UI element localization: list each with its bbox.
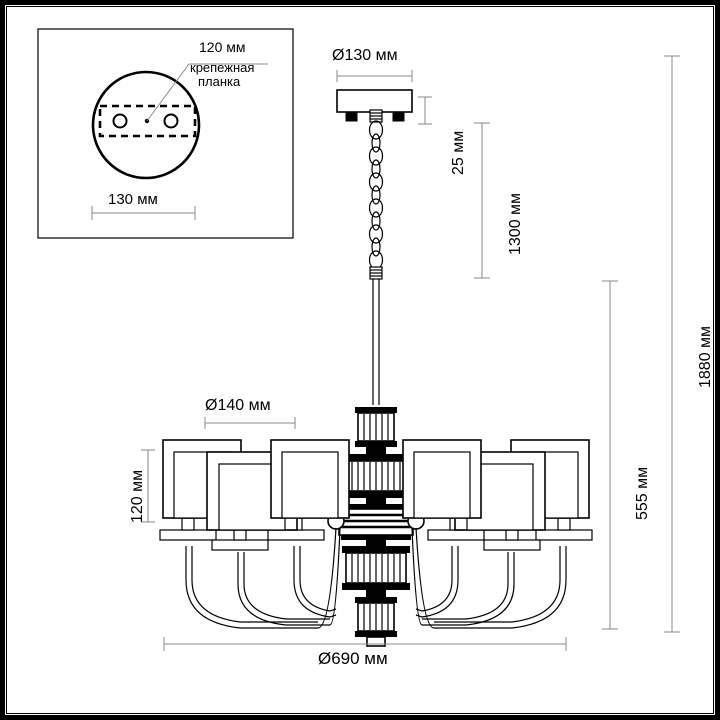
column-cap-1 xyxy=(355,407,397,413)
column-drum-1-flutes xyxy=(363,414,389,440)
dim-body-height xyxy=(602,280,618,630)
dim-label-canopy-height: 25 мм xyxy=(450,130,467,175)
dim-label-canopy-diameter: Ø130 мм xyxy=(332,47,398,64)
column-cap-5 xyxy=(342,546,410,553)
dim-label-overall-diameter: Ø690 мм xyxy=(318,649,388,668)
lamp-group-right xyxy=(402,439,593,551)
socket-left-1 xyxy=(159,517,217,541)
column-drum-3-flutes xyxy=(351,554,401,582)
finial-tip xyxy=(366,636,386,647)
inset-ceiling-mount-detail xyxy=(37,28,294,239)
dim-shade-width xyxy=(204,417,296,429)
dim-label-total-height: 1880 мм xyxy=(697,325,714,388)
arm-left-riser-2 xyxy=(329,527,341,626)
inset-hole-left xyxy=(112,113,128,129)
arm-right-3-outer xyxy=(415,546,459,618)
arm-right-2-inner xyxy=(422,552,509,620)
arm-left-2-inner xyxy=(243,552,330,620)
dim-chain-length xyxy=(474,122,490,279)
hub-cap-bottom xyxy=(341,535,411,540)
arm-left-riser-1 xyxy=(317,527,337,629)
column-cap-3 xyxy=(342,454,410,461)
hub-cap-top xyxy=(341,504,411,509)
shade-left-3 xyxy=(270,439,350,519)
column-cap-4 xyxy=(342,491,410,498)
inset-bracket-dashed-rect xyxy=(98,104,197,138)
arm-right-2-outer xyxy=(422,552,515,626)
central-column xyxy=(327,407,425,647)
dim-total-height xyxy=(664,55,680,633)
arm-right-riser-1 xyxy=(415,527,435,629)
dim-label-body-height: 555 мм xyxy=(634,466,651,520)
canopy-foot-right xyxy=(392,111,405,122)
dim-overall-diameter xyxy=(163,637,567,651)
dim-label-chain-length: 1300 мм xyxy=(507,192,524,255)
shade-right-3 xyxy=(402,439,482,519)
arm-left-3-inner xyxy=(299,546,337,612)
column-neck-1 xyxy=(366,447,386,454)
column-neck-2 xyxy=(366,498,386,504)
dim-shade-height xyxy=(141,449,155,523)
inset-callout-note-line1: крепежная xyxy=(190,60,255,75)
dim-label-shade-height: 120 мм xyxy=(129,469,146,523)
arm-right-riser-2 xyxy=(411,527,423,626)
finial-cap-bottom xyxy=(355,631,397,637)
lamp-group-left xyxy=(159,439,350,551)
inset-callout-120-label: 120 мм xyxy=(199,39,246,55)
dim-canopy-height xyxy=(418,96,432,125)
arms-left xyxy=(185,527,341,629)
inset-leader-line xyxy=(146,63,190,122)
socket-right-1 xyxy=(535,517,593,541)
finial-cap-top xyxy=(355,597,397,603)
inset-callout-note-line2: планка xyxy=(198,74,241,89)
inset-hole-right xyxy=(163,113,179,129)
inset-dim-label-130: 130 мм xyxy=(108,191,158,208)
arm-right-3-inner xyxy=(415,546,453,612)
canopy-plate xyxy=(336,89,413,113)
dim-label-shade-width: Ø140 мм xyxy=(205,397,271,414)
arm-left-3-outer xyxy=(293,546,337,618)
page-border-inner xyxy=(6,6,714,714)
finial-drum-flutes xyxy=(363,604,389,630)
arms-right xyxy=(411,527,567,629)
arm-left-1-inner xyxy=(191,546,318,623)
column-cap-6 xyxy=(342,583,410,590)
chain-links xyxy=(368,120,384,270)
column-neck-4 xyxy=(366,590,386,597)
arm-right-1-inner xyxy=(434,546,561,623)
column-drum-2-flutes xyxy=(351,462,401,490)
inset-plate-circle xyxy=(91,70,201,180)
column-cap-2 xyxy=(355,441,397,447)
arm-right-1-outer xyxy=(434,546,567,629)
dim-canopy-diameter xyxy=(336,70,413,82)
arm-left-2-outer xyxy=(237,552,330,626)
arm-left-1-outer xyxy=(185,546,318,629)
column-neck-3 xyxy=(366,540,386,546)
canopy-foot-left xyxy=(345,111,358,122)
suspension-chain xyxy=(368,109,384,405)
